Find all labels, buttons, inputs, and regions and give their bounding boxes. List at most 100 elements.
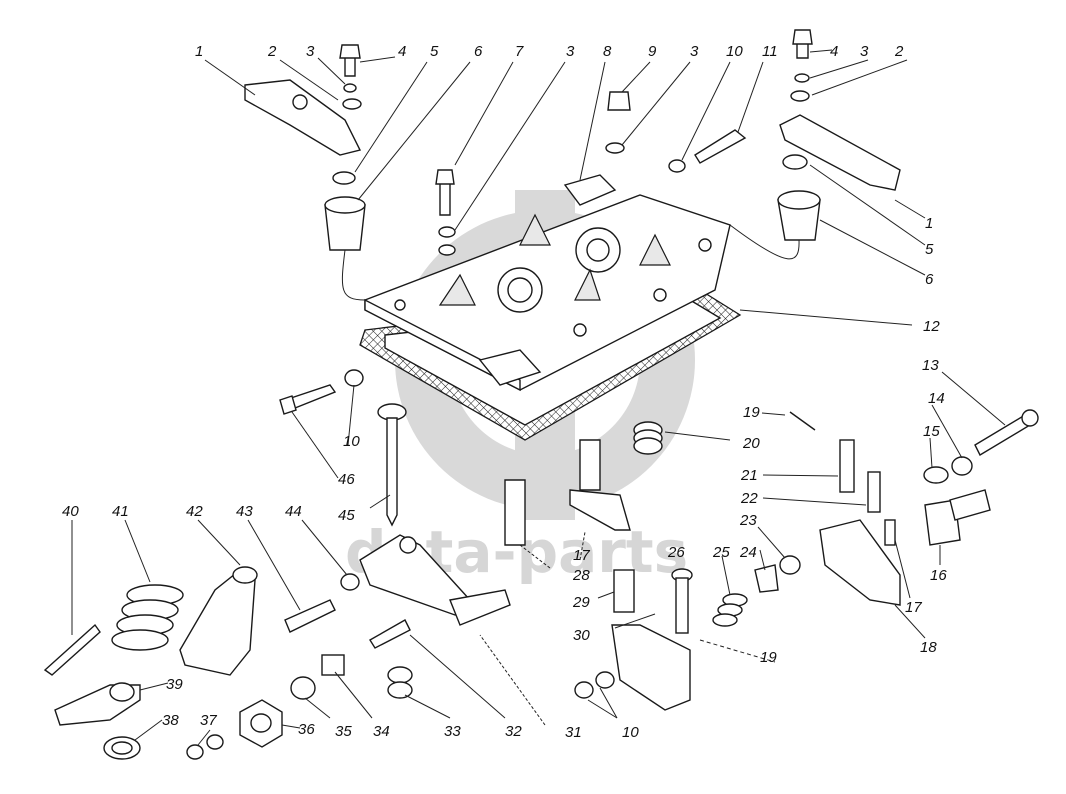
spring-washer xyxy=(343,83,357,93)
callout-30: 30 xyxy=(573,627,590,644)
nut xyxy=(574,681,594,699)
callout-1: 1 xyxy=(195,43,203,60)
callout-46: 46 xyxy=(338,471,355,488)
callout-5: 5 xyxy=(430,43,439,60)
callout-34: 34 xyxy=(373,723,390,740)
cover-plate xyxy=(364,174,731,392)
cotter-pin xyxy=(789,411,816,431)
bushing-top xyxy=(777,190,821,210)
callout-20: 20 xyxy=(742,435,760,452)
shaft-27 xyxy=(579,439,601,491)
washer xyxy=(438,226,456,238)
callout-17: 17 xyxy=(905,599,922,616)
callout-15: 15 xyxy=(923,423,940,440)
fork-16-shaft xyxy=(949,489,991,521)
lever-42 xyxy=(179,569,256,676)
pin-26 xyxy=(675,577,689,634)
callout-28: 28 xyxy=(572,567,590,584)
callout-7: 7 xyxy=(515,43,524,60)
callout-5: 5 xyxy=(925,241,934,258)
screw-42-head xyxy=(232,566,258,584)
nut-37 xyxy=(206,734,224,750)
nut xyxy=(595,671,615,689)
nut xyxy=(344,369,364,387)
callout-9: 9 xyxy=(648,43,657,60)
nut-36-hole xyxy=(250,713,272,733)
callout-22: 22 xyxy=(740,490,758,507)
bolt-46-head xyxy=(279,395,297,415)
lever-left xyxy=(244,79,362,156)
plug-23 xyxy=(779,555,801,575)
bracket-30 xyxy=(611,624,691,711)
nut xyxy=(668,159,686,173)
washer xyxy=(605,142,625,154)
callout-37: 37 xyxy=(200,712,217,729)
callout-3: 3 xyxy=(690,43,699,60)
spring-40 xyxy=(43,623,101,676)
callout-10: 10 xyxy=(726,43,743,60)
lever-39-hole xyxy=(109,682,135,702)
callout-26: 26 xyxy=(667,544,685,561)
callout-13: 13 xyxy=(922,357,939,374)
bolt-43 xyxy=(284,599,336,633)
nut-37 xyxy=(186,744,204,760)
callout-23: 23 xyxy=(739,512,757,529)
bushing-top xyxy=(324,196,366,214)
callout-17: 17 xyxy=(573,547,590,564)
grommet-33 xyxy=(387,666,413,684)
pin-21 xyxy=(839,439,855,493)
callout-3: 3 xyxy=(566,43,575,60)
callout-25: 25 xyxy=(712,544,730,561)
fork-16 xyxy=(924,499,961,546)
shaft-27-arm xyxy=(569,489,631,531)
callout-33: 33 xyxy=(444,723,461,740)
callout-10: 10 xyxy=(343,433,360,450)
callout-39: 39 xyxy=(166,676,183,693)
nut-44 xyxy=(340,573,360,591)
callout-10: 10 xyxy=(622,724,639,741)
o-ring xyxy=(332,171,356,185)
lever-18 xyxy=(819,519,901,606)
lever-left-hole xyxy=(292,94,308,110)
callout-41: 41 xyxy=(112,503,129,520)
sleeve-29 xyxy=(613,569,635,613)
washer xyxy=(342,98,362,110)
washer xyxy=(790,90,810,102)
callout-3: 3 xyxy=(306,43,315,60)
callout-labels: 1 2 3 4 5 6 7 3 8 9 3 10 11 4 3 2 1 5 6 … xyxy=(62,43,947,741)
callout-3: 3 xyxy=(860,43,869,60)
bolt-11 xyxy=(694,129,747,164)
pin-45 xyxy=(386,417,398,527)
nut-14 xyxy=(951,456,973,476)
spring-41 xyxy=(111,584,184,651)
pin-17 xyxy=(884,519,896,546)
callout-6: 6 xyxy=(474,43,483,60)
callout-8: 8 xyxy=(603,43,612,60)
spring-25 xyxy=(712,593,748,627)
bolt-9 xyxy=(607,91,631,111)
callout-43: 43 xyxy=(236,503,253,520)
callout-36: 36 xyxy=(298,721,315,738)
o-ring xyxy=(782,154,808,170)
callout-19: 19 xyxy=(760,649,777,666)
sleeve-34 xyxy=(321,654,345,676)
torsion-spring xyxy=(633,421,663,455)
callout-32: 32 xyxy=(505,723,522,740)
callout-35: 35 xyxy=(335,723,352,740)
bolt-7 xyxy=(435,169,455,216)
pin-22 xyxy=(867,471,881,513)
washer-38-hole xyxy=(111,741,133,755)
grommet-33 xyxy=(387,681,413,699)
shaft-28 xyxy=(504,479,526,546)
callout-18: 18 xyxy=(920,639,937,656)
callout-2: 2 xyxy=(894,43,904,60)
callout-42: 42 xyxy=(186,503,203,520)
callout-6: 6 xyxy=(925,271,934,288)
callout-40: 40 xyxy=(62,503,79,520)
callout-1: 1 xyxy=(925,215,933,232)
plug-35 xyxy=(290,676,316,700)
bolt xyxy=(339,44,361,77)
callout-24: 24 xyxy=(739,544,757,561)
lever-31-tab xyxy=(449,589,511,626)
